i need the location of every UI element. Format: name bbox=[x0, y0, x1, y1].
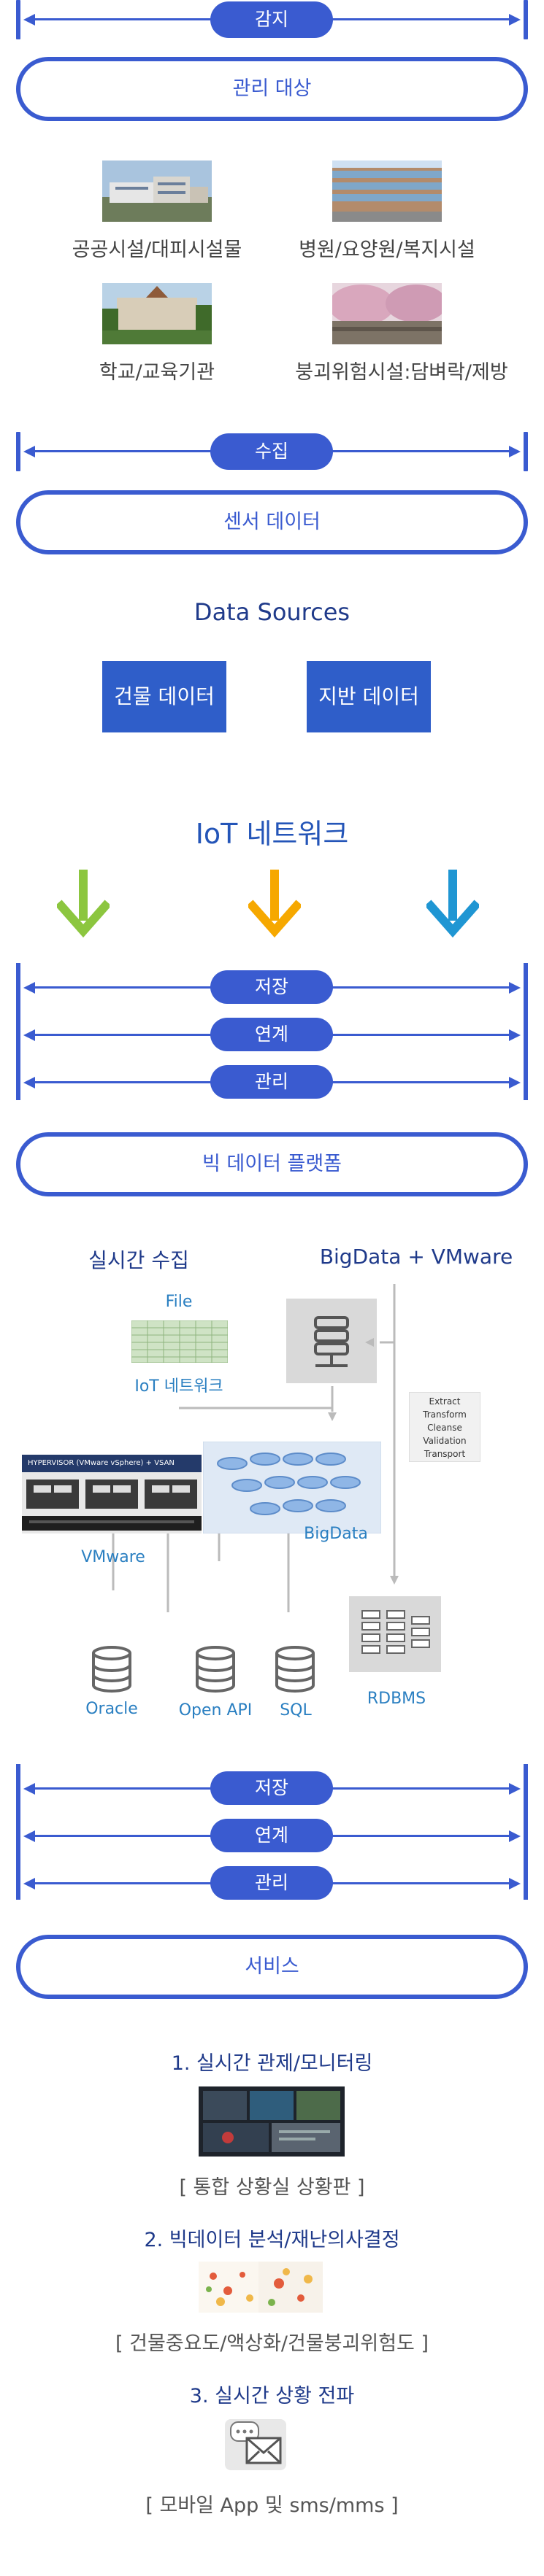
down-arrow-orange-icon bbox=[248, 870, 301, 938]
file-spreadsheet-icon bbox=[131, 1320, 228, 1363]
down-arrow-green-icon bbox=[57, 870, 110, 938]
data-sources-title: Data Sources bbox=[194, 598, 350, 626]
target-caption-school: 학교/교육기관 bbox=[99, 361, 215, 384]
hospital-photo bbox=[332, 160, 442, 222]
hypervisor-rack: HYPERVISOR (VMware vSphere) + VSAN bbox=[22, 1455, 202, 1533]
public-facility-photo bbox=[102, 160, 212, 222]
manage-pill: 관리 bbox=[210, 1065, 333, 1099]
rdbms-label: RDBMS bbox=[367, 1690, 426, 1708]
ground-data-button: 지반 데이터 bbox=[307, 661, 431, 732]
etl-transform: Transform bbox=[423, 1409, 467, 1420]
oracle-db-icon bbox=[92, 1646, 131, 1693]
sensor-data-box: 센서 데이터 bbox=[16, 490, 528, 554]
rdbms-icon bbox=[349, 1596, 441, 1672]
monitoring-dashboard-image bbox=[199, 2086, 345, 2157]
service-1-title: 1. 실시간 관제/모니터링 bbox=[171, 2052, 373, 2075]
service-2-title: 2. 빅데이터 분석/재난의사결정 bbox=[144, 2229, 400, 2251]
bigdata-vmware-title: BigData + VMware bbox=[319, 1245, 513, 1269]
service-1-sub: [ 통합 상황실 상황판 ] bbox=[179, 2176, 365, 2199]
target-caption-hospital: 병원/요양원/복지시설 bbox=[299, 239, 475, 261]
collect-pill: 수집 bbox=[210, 433, 333, 470]
service-2-sub: [ 건물중요도/액상화/건물붕괴위험도 ] bbox=[115, 2332, 429, 2355]
link-pill: 연계 bbox=[210, 1018, 333, 1051]
bigdata-label: BigData bbox=[304, 1525, 368, 1543]
collapse-risk-photo bbox=[332, 283, 442, 344]
manage-pill-2: 관리 bbox=[210, 1866, 333, 1900]
sql-db-icon bbox=[275, 1646, 315, 1693]
building-data-button: 건물 데이터 bbox=[102, 661, 226, 732]
etl-validation: Validation bbox=[423, 1436, 467, 1446]
server-icon bbox=[286, 1299, 377, 1383]
iot-network-label: IoT 네트워크 bbox=[134, 1377, 223, 1396]
vmware-label: VMware bbox=[81, 1548, 145, 1566]
store-pill-2: 저장 bbox=[210, 1771, 333, 1805]
file-label: File bbox=[165, 1293, 193, 1311]
openapi-db-icon bbox=[196, 1646, 235, 1693]
school-photo bbox=[102, 283, 212, 344]
etl-cleanse: Cleanse bbox=[427, 1423, 462, 1433]
bigdata-cluster-icon bbox=[203, 1442, 381, 1533]
hypervisor-label: HYPERVISOR (VMware vSphere) + VSAN bbox=[22, 1455, 202, 1472]
message-envelope-icon bbox=[225, 2419, 286, 2470]
managed-targets-box: 관리 대상 bbox=[16, 57, 528, 121]
etl-extract: Extract bbox=[429, 1396, 461, 1407]
service-box: 서비스 bbox=[16, 1935, 528, 1999]
service-3-title: 3. 실시간 상황 전파 bbox=[189, 2385, 355, 2407]
etl-transport: Transport bbox=[424, 1449, 466, 1459]
link-pill-2: 연계 bbox=[210, 1819, 333, 1852]
target-caption-public: 공공시설/대피시설물 bbox=[72, 239, 242, 261]
analysis-map-image bbox=[199, 2262, 323, 2313]
etl-process-box: Extract Transform Cleanse Validation Tra… bbox=[409, 1392, 480, 1462]
target-caption-collapse: 붕괴위험시설:담벼락/제방 bbox=[295, 361, 508, 384]
sql-label: SQL bbox=[280, 1701, 312, 1720]
openapi-label: Open API bbox=[178, 1701, 253, 1720]
oracle-label: Oracle bbox=[85, 1700, 138, 1718]
sense-pill: 감지 bbox=[210, 1, 333, 38]
store-pill: 저장 bbox=[210, 970, 333, 1004]
service-3-sub: [ 모바일 App 및 sms/mms ] bbox=[145, 2494, 399, 2517]
down-arrow-blue-icon bbox=[426, 870, 479, 938]
realtime-collect-title: 실시간 수집 bbox=[88, 1248, 189, 1272]
iot-network-title: IoT 네트워크 bbox=[195, 818, 349, 850]
big-data-platform-box: 빅 데이터 플랫폼 bbox=[16, 1132, 528, 1196]
